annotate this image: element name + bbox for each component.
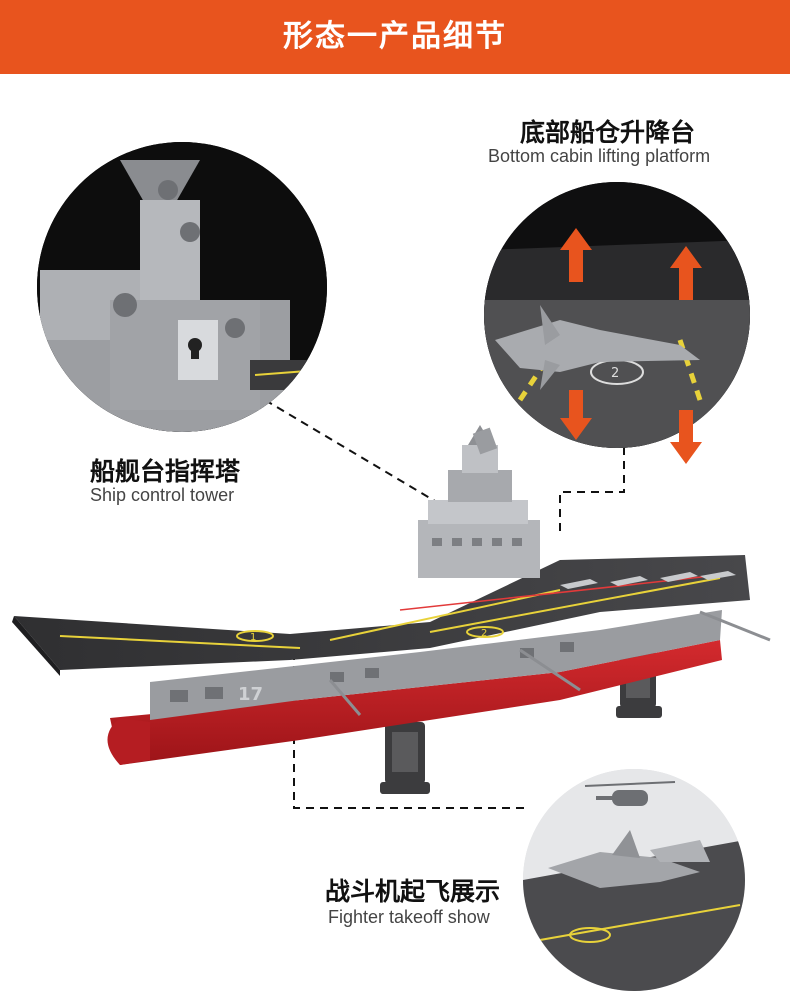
platform-title-en: Bottom cabin lifting platform [488, 146, 711, 166]
fighter-title-cn: 战斗机起飞展示 [325, 877, 501, 906]
connector-tower [264, 399, 451, 511]
hull-number: 17 [238, 684, 263, 705]
callout-platform-image: 2 [484, 182, 750, 464]
connector-lines [264, 399, 625, 809]
tower-title-cn: 船舰台指挥塔 [90, 457, 241, 486]
display-stand-left [380, 722, 430, 794]
tower-title-en: Ship control tower [90, 485, 235, 505]
deck-edge [12, 616, 60, 676]
lift-arrows [560, 228, 702, 464]
flight-deck [14, 555, 750, 670]
header-banner [0, 0, 790, 74]
hull-grey [150, 610, 722, 720]
arrow-down-icon [560, 390, 592, 440]
deck-mark-2: 2 [481, 628, 487, 639]
arrow-up-icon [670, 246, 702, 300]
callout-tower-image [37, 142, 327, 432]
connector-platform [559, 447, 625, 532]
connector-fighter [293, 652, 528, 809]
arrow-down-icon [670, 410, 702, 464]
platform-title-cn: 底部船仓升降台 [520, 118, 696, 147]
deck-markings [59, 577, 721, 649]
callout-fighter-image [523, 769, 745, 991]
hull-red [110, 640, 722, 765]
helicopter [584, 781, 676, 806]
page-title: 形态一产品细节 [283, 19, 507, 54]
island-tower [418, 425, 540, 578]
deck-jets [560, 571, 736, 589]
bow-bulb [107, 718, 150, 765]
fighter-title-en: Fighter takeoff show [328, 907, 490, 927]
platform-number: 2 [611, 366, 619, 381]
deck-mark-1: 1 [250, 632, 256, 643]
carrier-model: 17 1 2 [12, 425, 771, 794]
arrow-up-icon [560, 228, 592, 282]
